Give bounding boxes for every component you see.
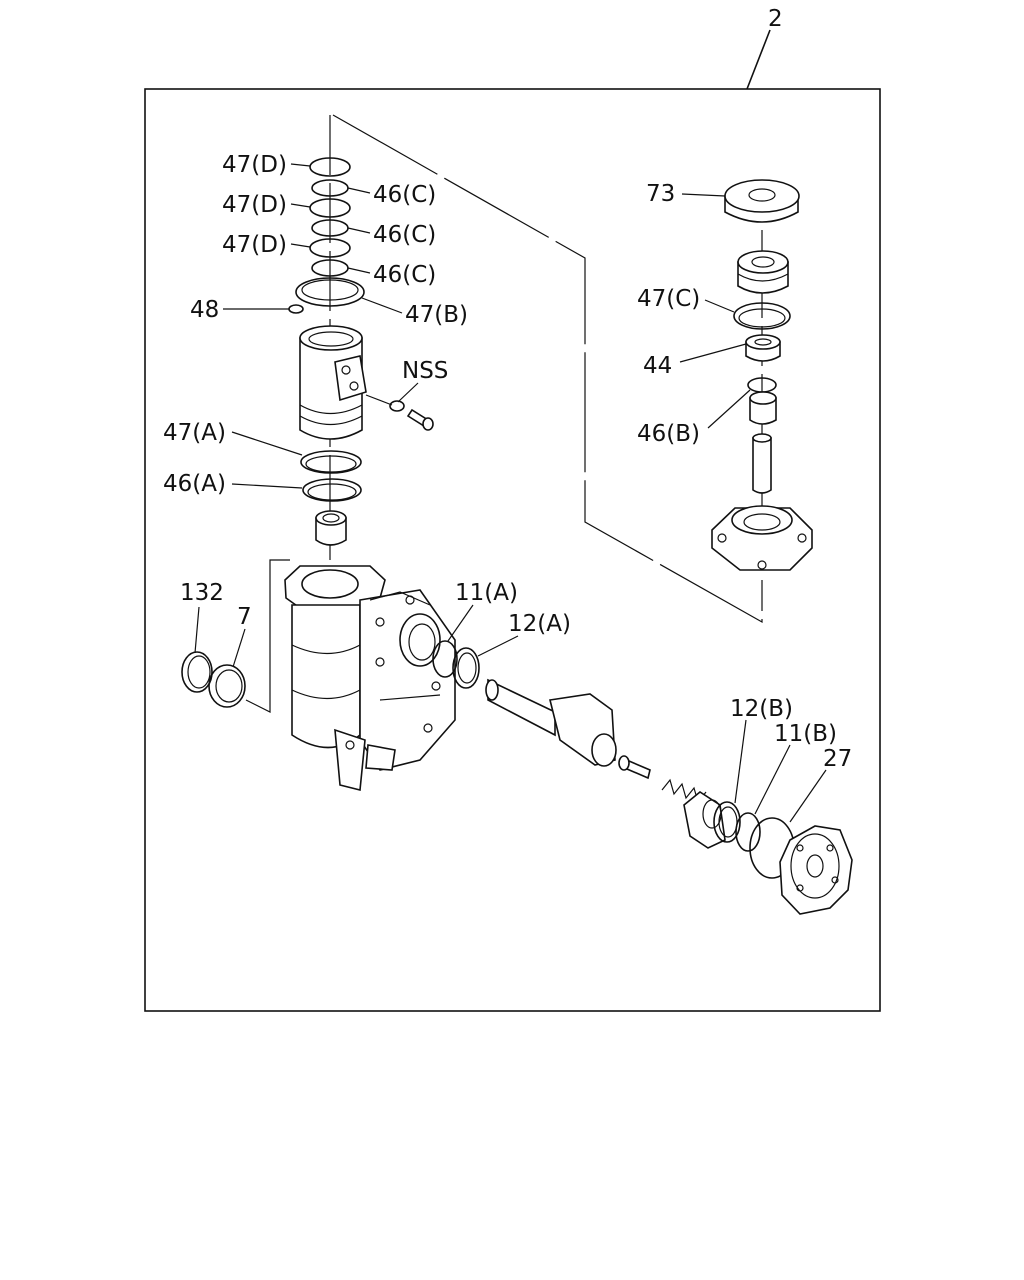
piston <box>737 250 789 294</box>
label-nss: NSS <box>402 358 448 384</box>
bearing-44 <box>745 334 781 362</box>
ring-132 <box>181 651 213 693</box>
label-44: 44 <box>643 353 672 379</box>
label-11a: 11(A) <box>455 580 518 606</box>
label-47d-3: 47(D) <box>222 232 287 258</box>
ring-7 <box>208 664 246 708</box>
o-ring-47d-2 <box>309 198 351 218</box>
ring-7-inner <box>215 669 243 703</box>
o-ring-47d-3 <box>309 238 351 258</box>
o-ring-stack <box>295 157 365 307</box>
adjust-screw <box>618 755 651 780</box>
connection-line <box>332 114 763 624</box>
label-132: 132 <box>180 580 224 606</box>
ring-12a-inner <box>457 652 477 684</box>
label-47d-1: 47(D) <box>222 152 287 178</box>
ring-12a <box>452 647 480 689</box>
ring-12b <box>713 801 741 843</box>
label-11b: 11(B) <box>774 721 837 747</box>
assembly-frame <box>144 88 881 1012</box>
label-47c: 47(C) <box>637 286 700 312</box>
label-47b: 47(B) <box>405 302 468 328</box>
assembly-leader <box>746 29 771 90</box>
label-12a: 12(A) <box>508 611 571 637</box>
nss-bolt <box>389 400 434 431</box>
label-46b: 46(B) <box>637 421 700 447</box>
nut <box>315 510 347 546</box>
o-ring-47c-inner <box>738 308 786 328</box>
label-46c-1: 46(C) <box>373 182 436 208</box>
valve-cover <box>711 505 813 571</box>
label-46a: 46(A) <box>163 471 226 497</box>
sector-shaft <box>485 678 617 767</box>
housing-bracket-line <box>245 559 290 713</box>
washer-48 <box>288 304 304 314</box>
label-7: 7 <box>237 604 252 630</box>
o-ring-47a-inner <box>305 455 357 473</box>
part-labels: 47(D) 46(C) 47(D) 46(C) 47(D) 46(C) 48 4… <box>163 152 852 772</box>
label-47d-2: 47(D) <box>222 192 287 218</box>
o-ring-47a <box>300 450 362 474</box>
label-73: 73 <box>646 181 675 207</box>
label-47a: 47(A) <box>163 420 226 446</box>
gear-housing <box>284 565 456 792</box>
o-ring-47d-1 <box>309 157 351 177</box>
o-ring-46a <box>302 478 362 502</box>
cap-73 <box>724 179 800 223</box>
label-27: 27 <box>823 746 852 772</box>
plunger <box>752 433 772 494</box>
label-46c-2: 46(C) <box>373 222 436 248</box>
assembly-label: 2 <box>768 6 783 32</box>
valve-housing <box>299 325 367 440</box>
o-ring-47c <box>733 302 791 330</box>
end-cover <box>779 825 853 915</box>
label-48: 48 <box>190 297 219 323</box>
nss-leader <box>365 394 393 406</box>
ring-11b <box>735 812 761 852</box>
ring-132-inner <box>187 655 211 689</box>
label-46c-3: 46(C) <box>373 262 436 288</box>
o-ring-47b <box>295 277 365 307</box>
o-ring-47b-inner <box>301 279 359 301</box>
o-ring-46a-inner <box>307 483 357 501</box>
sleeve <box>749 391 777 425</box>
label-12b: 12(B) <box>730 696 793 722</box>
leader-lines <box>194 163 827 823</box>
ring-11a <box>432 640 458 678</box>
plug <box>683 791 726 849</box>
